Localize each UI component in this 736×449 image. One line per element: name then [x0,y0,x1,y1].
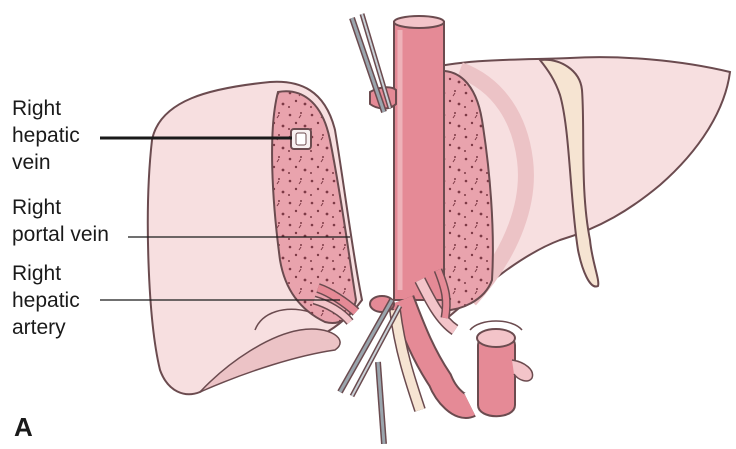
label-right-hepatic-artery: Right hepatic artery [12,260,80,341]
label-line: Right [12,260,80,287]
label-right-portal-vein: Right portal vein [12,194,109,248]
vena-cava [370,16,444,300]
label-line: artery [12,314,80,341]
label-line: Right [12,194,109,221]
panel-label: A [14,412,33,443]
right-hepatic-vein-stump [291,129,311,149]
bowel-segment [470,321,533,416]
label-line: vein [12,149,80,176]
label-line: hepatic [12,122,80,149]
label-right-hepatic-vein: Right hepatic vein [12,95,80,176]
label-line: portal vein [12,221,109,248]
label-line: hepatic [12,287,80,314]
label-line: Right [12,95,80,122]
